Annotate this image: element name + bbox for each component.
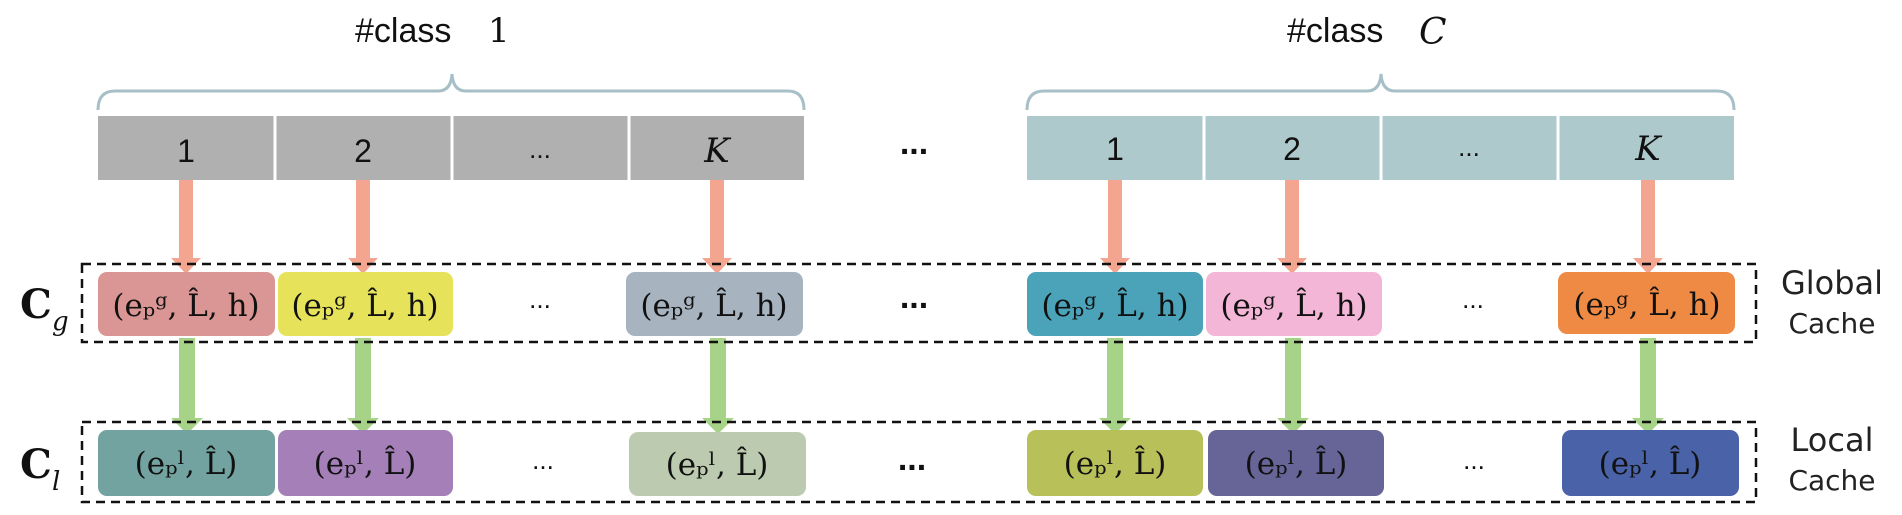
class-1-header: 1 2 ... K (98, 116, 804, 180)
global-entry (1558, 272, 1735, 334)
local-entry-text: (eₚˡ, L̂) (1064, 444, 1167, 482)
local-entry (629, 432, 806, 496)
green-arrow (1099, 338, 1131, 434)
svg-text:Cache: Cache (1788, 464, 1875, 497)
slot-label: ... (1458, 132, 1480, 162)
global-to-local-arrows (171, 338, 1664, 434)
local-entry (98, 430, 275, 496)
orange-arrow (1633, 180, 1663, 274)
global-entry-text: (eₚᵍ, L̂, h) (112, 286, 259, 324)
ellipsis: ... (1463, 445, 1485, 475)
orange-arrow (1100, 180, 1130, 274)
local-entry-text: (eₚˡ, L̂) (1599, 444, 1702, 482)
class-c-title: #class C (1287, 12, 1447, 53)
global-entry-text: (eₚᵍ, L̂, h) (1041, 286, 1188, 324)
slot-label: 2 (1283, 131, 1301, 167)
global-entry (1206, 272, 1382, 336)
local-entry-text: (eₚˡ, L̂) (314, 444, 417, 482)
ellipsis: ... (532, 445, 554, 475)
svg-text:Cache: Cache (1788, 307, 1875, 340)
local-entry-text: (eₚˡ, L̂) (135, 444, 238, 482)
svg-text:l: l (52, 467, 60, 497)
orange-arrow (348, 180, 378, 274)
between-ellipsis-local: ... (898, 440, 926, 478)
orange-arrow (1277, 180, 1307, 274)
svg-text:#class: #class (1287, 12, 1383, 50)
slot-label: ... (529, 134, 551, 164)
local-entry (1027, 430, 1203, 496)
green-arrow (1277, 338, 1309, 434)
between-ellipsis-header: ... (900, 124, 928, 162)
global-cache-label: Global Cache (1781, 264, 1883, 340)
slot-label: 1 (177, 133, 195, 169)
global-entry (278, 272, 453, 336)
orange-arrow (702, 180, 732, 274)
local-cache-entries: (eₚˡ, L̂) (eₚˡ, L̂) ... (eₚˡ, L̂) (eₚˡ, … (98, 430, 1739, 496)
global-entry (1027, 272, 1203, 336)
local-entry (1208, 430, 1384, 496)
slot-label: 1 (1106, 131, 1124, 167)
slot-label: K (1634, 129, 1663, 169)
green-arrow (347, 338, 379, 434)
green-arrow (1632, 338, 1664, 434)
local-entry-text: (eₚˡ, L̂) (1245, 444, 1348, 482)
svg-text:#class: #class (355, 12, 451, 50)
ellipsis: ... (529, 284, 551, 314)
global-entry (98, 272, 275, 336)
ellipsis: ... (1462, 284, 1484, 314)
global-cache-symbol: C g (20, 281, 69, 337)
green-arrow (171, 338, 203, 434)
global-entry (626, 272, 803, 336)
local-cache-label: Local Cache (1788, 421, 1875, 497)
class-c-brace (1025, 73, 1736, 111)
local-cache-border (80, 420, 1758, 504)
svg-text:Local: Local (1791, 421, 1874, 459)
local-entry-text: (eₚˡ, L̂) (666, 445, 769, 483)
local-cache-symbol: C l (20, 441, 60, 497)
local-entry (278, 430, 453, 496)
slot-label: K (703, 131, 732, 171)
svg-text:C: C (20, 441, 52, 488)
slot-label: 2 (354, 133, 372, 169)
orange-arrow (171, 180, 201, 274)
class-1-title: #class 1 (355, 11, 510, 51)
header-to-global-arrows (171, 180, 1663, 274)
svg-text:Global: Global (1781, 264, 1883, 302)
class-1-brace (96, 73, 806, 111)
local-entry (1562, 430, 1739, 496)
green-arrow (702, 338, 734, 434)
svg-text:1: 1 (488, 11, 510, 51)
svg-text:C: C (1419, 12, 1447, 53)
global-entry-text: (eₚᵍ, L̂, h) (1573, 285, 1720, 323)
between-ellipsis-global: ... (900, 278, 928, 316)
global-entry-text: (eₚᵍ, L̂, h) (1220, 286, 1367, 324)
global-entry-text: (eₚᵍ, L̂, h) (640, 286, 787, 324)
global-cache-border (80, 262, 1758, 344)
svg-text:g: g (52, 307, 69, 337)
svg-text:C: C (20, 281, 52, 328)
global-cache-entries: (eₚᵍ, L̂, h) (eₚᵍ, L̂, h) ... (eₚᵍ, L̂, … (98, 272, 1735, 336)
global-entry-text: (eₚᵍ, L̂, h) (291, 286, 438, 324)
class-c-header: 1 2 ... K (1027, 116, 1734, 180)
